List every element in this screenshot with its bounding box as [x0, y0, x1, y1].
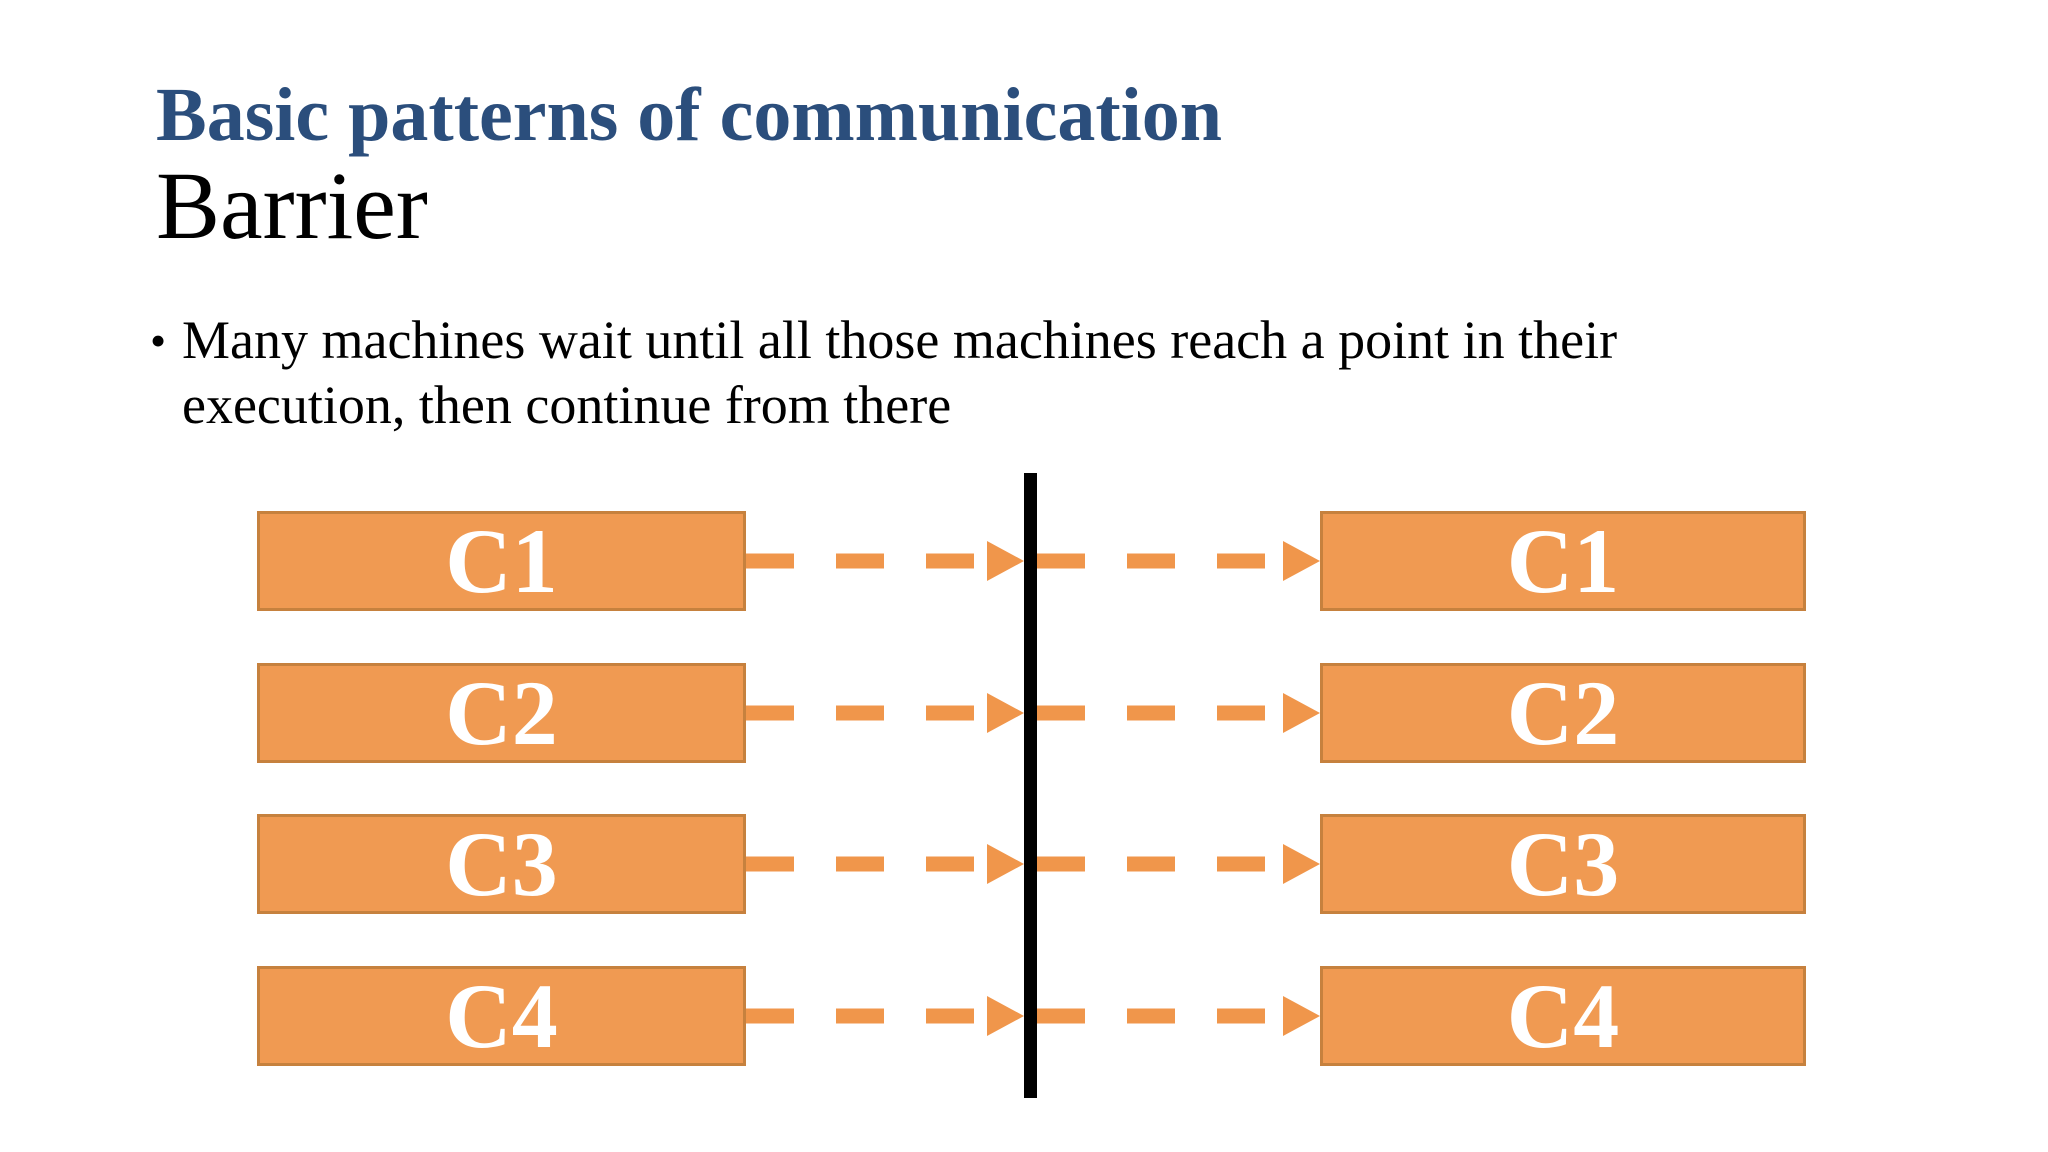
machine-box-right: C4 [1320, 965, 1806, 1067]
machine-box-right: C2 [1320, 662, 1806, 764]
arrow-from-barrier [1037, 541, 1320, 581]
arrowhead-icon [987, 995, 1024, 1036]
machine-box-left: C1 [257, 510, 746, 612]
machine-box-right: C3 [1320, 813, 1806, 915]
machine-box-right: C1 [1320, 510, 1806, 612]
machine-box-left: C3 [257, 813, 746, 915]
arrow-from-barrier [1037, 692, 1320, 733]
machine-box-left: C4 [257, 965, 746, 1067]
arrowhead-icon [987, 541, 1024, 581]
arrowhead-icon [987, 844, 1024, 884]
bullet-line-2: execution, then continue from there [182, 375, 952, 435]
arrow-to-barrier [746, 692, 1024, 733]
bullet-line-1: Many machines wait until all those machi… [182, 310, 1618, 370]
arrow-from-barrier [1037, 995, 1320, 1036]
arrowhead-icon [987, 692, 1024, 733]
slide-title: Basic patterns of communication [156, 73, 1223, 157]
barrier-line [1024, 473, 1037, 1098]
arrowhead-icon [1283, 995, 1320, 1036]
arrowhead-icon [1283, 692, 1320, 733]
bullet-item: • Many machines wait until all those mac… [150, 308, 1617, 438]
machine-box-left: C2 [257, 662, 746, 764]
arrow-to-barrier [746, 844, 1024, 884]
arrow-to-barrier [746, 541, 1024, 581]
slide-subtitle: Barrier [156, 152, 428, 259]
arrowhead-icon [1283, 844, 1320, 884]
arrowhead-icon [1283, 541, 1320, 581]
bullet-text: Many machines wait until all those machi… [182, 308, 1617, 438]
arrow-from-barrier [1037, 844, 1320, 884]
bullet-icon: • [150, 315, 167, 366]
arrow-to-barrier [746, 995, 1024, 1036]
